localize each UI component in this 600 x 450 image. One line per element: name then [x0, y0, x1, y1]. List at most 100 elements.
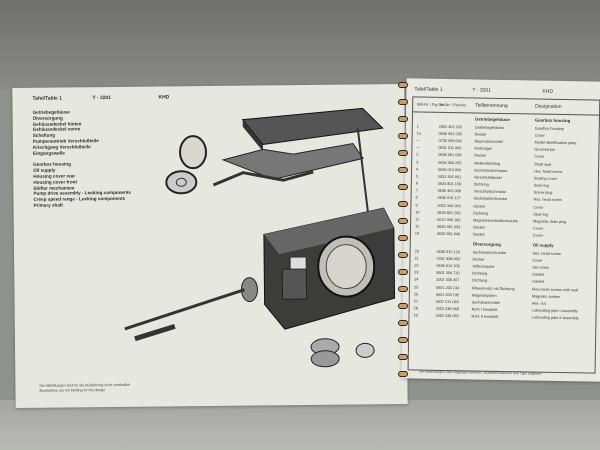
order-footer: Bei Bestellungen stets Aggregat-Nummer, … — [419, 369, 543, 376]
binding-ring — [398, 371, 408, 377]
fig-no: 8 — [415, 195, 418, 200]
table-label: Tafel/Table 1 — [414, 86, 443, 93]
name-en: Gearbox housing — [534, 126, 564, 131]
binding-ring — [398, 218, 408, 224]
binding-ring — [398, 286, 408, 292]
name-en: Cover — [532, 258, 543, 263]
name-de: Rohr I komplett — [471, 307, 498, 312]
fig-no: 1a — [416, 131, 421, 136]
name-en: Cover — [533, 205, 544, 210]
part-no: 0636 610 106 — [436, 263, 460, 269]
part-no: 2052 338 066 — [436, 256, 460, 262]
name-de: Sechskantmutter — [471, 300, 501, 305]
binding-ring — [398, 201, 408, 207]
name-en: Lubricating pipe I assembly — [531, 308, 578, 314]
col-part: Teil-Nr. / Part-No. — [439, 102, 467, 108]
part-no: 0601 304 710 — [436, 270, 460, 276]
fig-no: 12 — [415, 224, 420, 229]
part-no: 0636 015 127 — [437, 196, 461, 201]
section-title-de: Getriebegehäuse — [474, 115, 510, 122]
part-no: 0636 302 008 — [437, 189, 461, 194]
name-en: Cover — [534, 133, 545, 138]
name-de: Filtereinsatz mit Dichtung — [471, 285, 515, 291]
name-en: Hex. head screw — [533, 169, 563, 174]
left-page: Tafel/Table 1 T · 3201 KHD Getriebegehäu… — [12, 83, 408, 409]
name-en: Lubricating pipe II assembly — [531, 315, 579, 321]
background-bottom — [0, 400, 600, 450]
part-no: 2052 336 067 — [436, 278, 460, 283]
name-de: Magnetverschlußschraube — [473, 218, 518, 224]
fig-no: 7 — [415, 188, 418, 193]
name-en: Model identification plate — [534, 140, 577, 146]
part-no: 0630 361 046 — [436, 232, 461, 237]
name-de: Verschlußdeckel — [473, 175, 502, 180]
name-de: Dichtring — [473, 211, 489, 216]
name-de: Deckel — [474, 153, 486, 159]
name-de: Rohr II komplett — [471, 314, 499, 320]
binding-ring — [398, 303, 408, 309]
name-de: Sechskantschraube — [472, 250, 506, 255]
name-en: Seal ring — [533, 183, 549, 188]
part-no: 0636 015 120 — [436, 249, 460, 254]
fig-no: 28 — [413, 306, 418, 311]
binding-ring — [398, 99, 408, 105]
fig-no: 1 — [416, 124, 419, 129]
table-code: T · 3201 — [472, 87, 492, 94]
part-no: 2052 345 001 — [437, 174, 462, 180]
binding-ring — [398, 150, 408, 156]
parts-table: Bild-Nr. / Fig.-No. Teil-Nr. / Part-No. … — [407, 96, 600, 374]
fig-no: 27 — [413, 299, 419, 304]
fig-no: 21 — [414, 256, 419, 261]
right-page: Tafel/Table 1 T · 3201 KHD Bild-Nr. / Fi… — [401, 78, 600, 382]
fig-no: 9 — [415, 203, 418, 208]
part-no: 0015 390 160 — [437, 217, 461, 223]
part-no: 0730 395 069 — [438, 138, 462, 144]
name-de: Dichtring — [473, 182, 489, 187]
name-de: Deckel — [472, 257, 485, 262]
part-no: 0601 203 134 — [435, 285, 460, 290]
binding-ring — [398, 320, 408, 326]
part-no: 2052 236 065 — [435, 314, 459, 319]
fig-no: — — [416, 138, 421, 143]
fig-no: 13 — [414, 231, 420, 236]
binding-ring — [398, 354, 408, 360]
name-de: Kerbnagel — [474, 146, 492, 151]
name-en: Shaft seal — [534, 162, 552, 167]
name-en: Hex. head screw — [533, 197, 562, 203]
binding-ring — [398, 269, 408, 275]
name-en: Cover — [532, 233, 544, 239]
name-de: Deckel — [473, 204, 486, 209]
table-code: T · 3201 — [92, 95, 112, 102]
name-en: Fine mesh screen with seal — [531, 287, 579, 292]
name-de: Dichtung — [472, 271, 488, 276]
fig-no: 5 — [415, 174, 419, 179]
name-en: Sealing cover — [533, 176, 557, 181]
name-en: Gasket — [532, 272, 545, 277]
fig-no: 24 — [414, 277, 419, 282]
part-no: 0634 300 265 — [438, 160, 462, 165]
name-en: Grooved pin — [534, 147, 556, 153]
fig-no: 11 — [415, 217, 420, 222]
fig-no: 6 — [415, 181, 418, 186]
fig-no: 22 — [414, 263, 419, 268]
name-de: Deckel — [472, 232, 485, 238]
binding-ring — [398, 337, 408, 343]
part-no: 0634 801 168 — [437, 181, 462, 187]
part-no: 2052 340 009 — [437, 203, 461, 208]
name-en: Seal ring — [533, 212, 549, 217]
binding-ring — [398, 82, 408, 88]
fig-no: 10 — [415, 210, 420, 215]
name-en: Gasket — [532, 279, 545, 285]
name-de: Deckel — [473, 225, 485, 230]
exploded-gearbox-illustration — [124, 107, 396, 368]
fig-no: — — [416, 145, 421, 150]
fig-no: 4 — [416, 167, 419, 172]
background-top — [0, 0, 600, 90]
section-title-en: Oil supply — [532, 242, 554, 248]
name-de: Magnetsystem — [471, 293, 497, 298]
part-no: 0634 801 200 — [437, 210, 461, 216]
part-no: 2052 236 068 — [435, 306, 459, 312]
part-no: 2052 301 020 — [438, 124, 463, 129]
binding-ring — [398, 184, 408, 190]
fig-no: 20 — [414, 249, 419, 254]
